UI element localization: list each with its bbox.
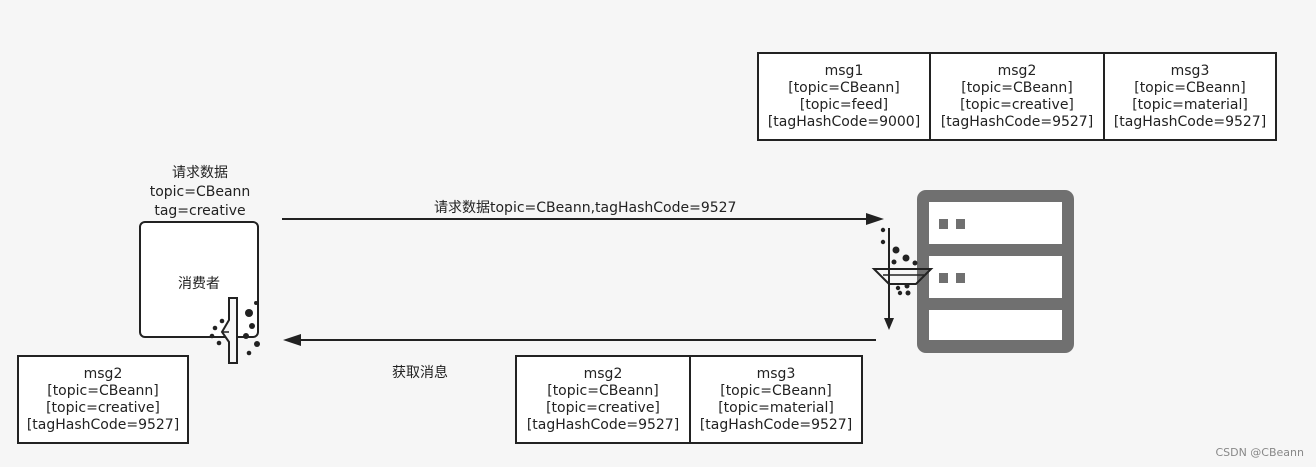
broker-msg-box: msg1 [topic=CBeann] [topic=feed] [tagHas… — [757, 52, 931, 141]
msg-tag: [topic=material] — [718, 399, 834, 416]
consumer-received-msg-box: msg2 [topic=CBeann] [topic=creative] [ta… — [17, 355, 189, 444]
msg-topic: [topic=CBeann] — [788, 79, 900, 96]
msg-name: msg3 — [1170, 62, 1210, 79]
msg-topic: [topic=CBeann] — [1134, 79, 1246, 96]
server-icon — [917, 190, 1074, 353]
msg-hash: [tagHashCode=9527] — [699, 416, 853, 433]
msg-topic: [topic=CBeann] — [547, 382, 659, 399]
consumer-request-label: 请求数据 topic=CBeann tag=creative — [140, 164, 260, 221]
returned-msg-box: msg2 [topic=CBeann] [topic=creative] [ta… — [515, 355, 691, 444]
consumer-node: 消费者 — [139, 221, 259, 338]
msg-hash: [tagHashCode=9527] — [26, 416, 180, 433]
request-arrow-label: 请求数据topic=CBeann,tagHashCode=9527 — [434, 200, 737, 216]
msg-topic: [topic=CBeann] — [961, 79, 1073, 96]
broker-filter-icon — [871, 227, 934, 330]
broker-msg-box: msg3 [topic=CBeann] [topic=material] [ta… — [1103, 52, 1277, 141]
broker-msg-box: msg2 [topic=CBeann] [topic=creative] [ta… — [929, 52, 1105, 141]
msg-tag: [topic=creative] — [46, 399, 160, 416]
msg-name: msg1 — [824, 62, 864, 79]
msg-hash: [tagHashCode=9527] — [940, 113, 1094, 130]
msg-tag: [topic=feed] — [799, 96, 889, 113]
msg-name: msg2 — [997, 62, 1037, 79]
watermark: CSDN @CBeann — [1215, 446, 1304, 459]
response-arrow — [283, 334, 876, 346]
consumer-filter-icon — [209, 297, 260, 364]
msg-topic: [topic=CBeann] — [720, 382, 832, 399]
msg-tag: [topic=material] — [1132, 96, 1248, 113]
request-arrow — [282, 213, 884, 225]
msg-hash: [tagHashCode=9000] — [767, 113, 921, 130]
request-line: 请求数据 — [172, 165, 228, 181]
msg-tag: [topic=creative] — [546, 399, 660, 416]
msg-tag: [topic=creative] — [960, 96, 1074, 113]
consumer-label: 消费者 — [178, 276, 220, 292]
request-line: topic=CBeann — [149, 184, 251, 200]
msg-name: msg2 — [583, 365, 623, 382]
response-arrow-label: 获取消息 — [392, 365, 448, 381]
msg-name: msg3 — [756, 365, 796, 382]
msg-hash: [tagHashCode=9527] — [1113, 113, 1267, 130]
request-line: tag=creative — [154, 203, 246, 219]
msg-hash: [tagHashCode=9527] — [526, 416, 680, 433]
msg-name: msg2 — [83, 365, 123, 382]
msg-topic: [topic=CBeann] — [47, 382, 159, 399]
returned-msg-box: msg3 [topic=CBeann] [topic=material] [ta… — [689, 355, 863, 444]
